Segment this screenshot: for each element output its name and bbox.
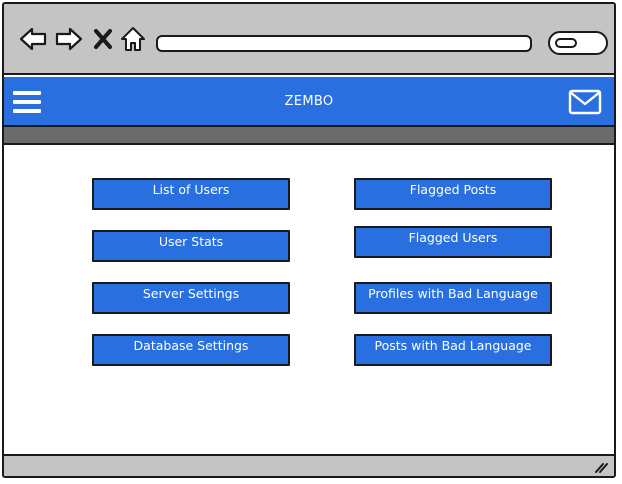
search-input[interactable] — [548, 31, 608, 55]
posts-bad-language-button[interactable]: Posts with Bad Language — [354, 334, 552, 366]
back-arrow-icon[interactable] — [18, 24, 48, 54]
home-icon[interactable] — [118, 24, 148, 54]
browser-toolbar — [4, 4, 614, 75]
profiles-bad-language-button[interactable]: Profiles with Bad Language — [354, 282, 552, 314]
app-title: ZEMBO — [284, 94, 334, 109]
status-bar — [4, 454, 614, 476]
close-x-icon[interactable] — [92, 24, 114, 54]
user-stats-button[interactable]: User Stats — [92, 230, 290, 262]
resize-grip-icon[interactable] — [594, 461, 608, 473]
list-of-users-button[interactable]: List of Users — [92, 178, 290, 210]
hamburger-menu-icon[interactable] — [12, 89, 42, 115]
forward-arrow-icon[interactable] — [54, 24, 84, 54]
flagged-users-button[interactable]: Flagged Users — [354, 226, 552, 258]
server-settings-button[interactable]: Server Settings — [92, 282, 290, 314]
flagged-posts-button[interactable]: Flagged Posts — [354, 178, 552, 210]
database-settings-button[interactable]: Database Settings — [92, 334, 290, 366]
subheader-strip — [4, 127, 614, 145]
search-icon — [555, 38, 577, 48]
mail-icon[interactable] — [568, 88, 602, 116]
url-input[interactable] — [156, 35, 532, 52]
app-header: ZEMBO — [4, 77, 614, 127]
browser-window: ZEMBO List of Users User Stats Server Se… — [2, 2, 616, 478]
